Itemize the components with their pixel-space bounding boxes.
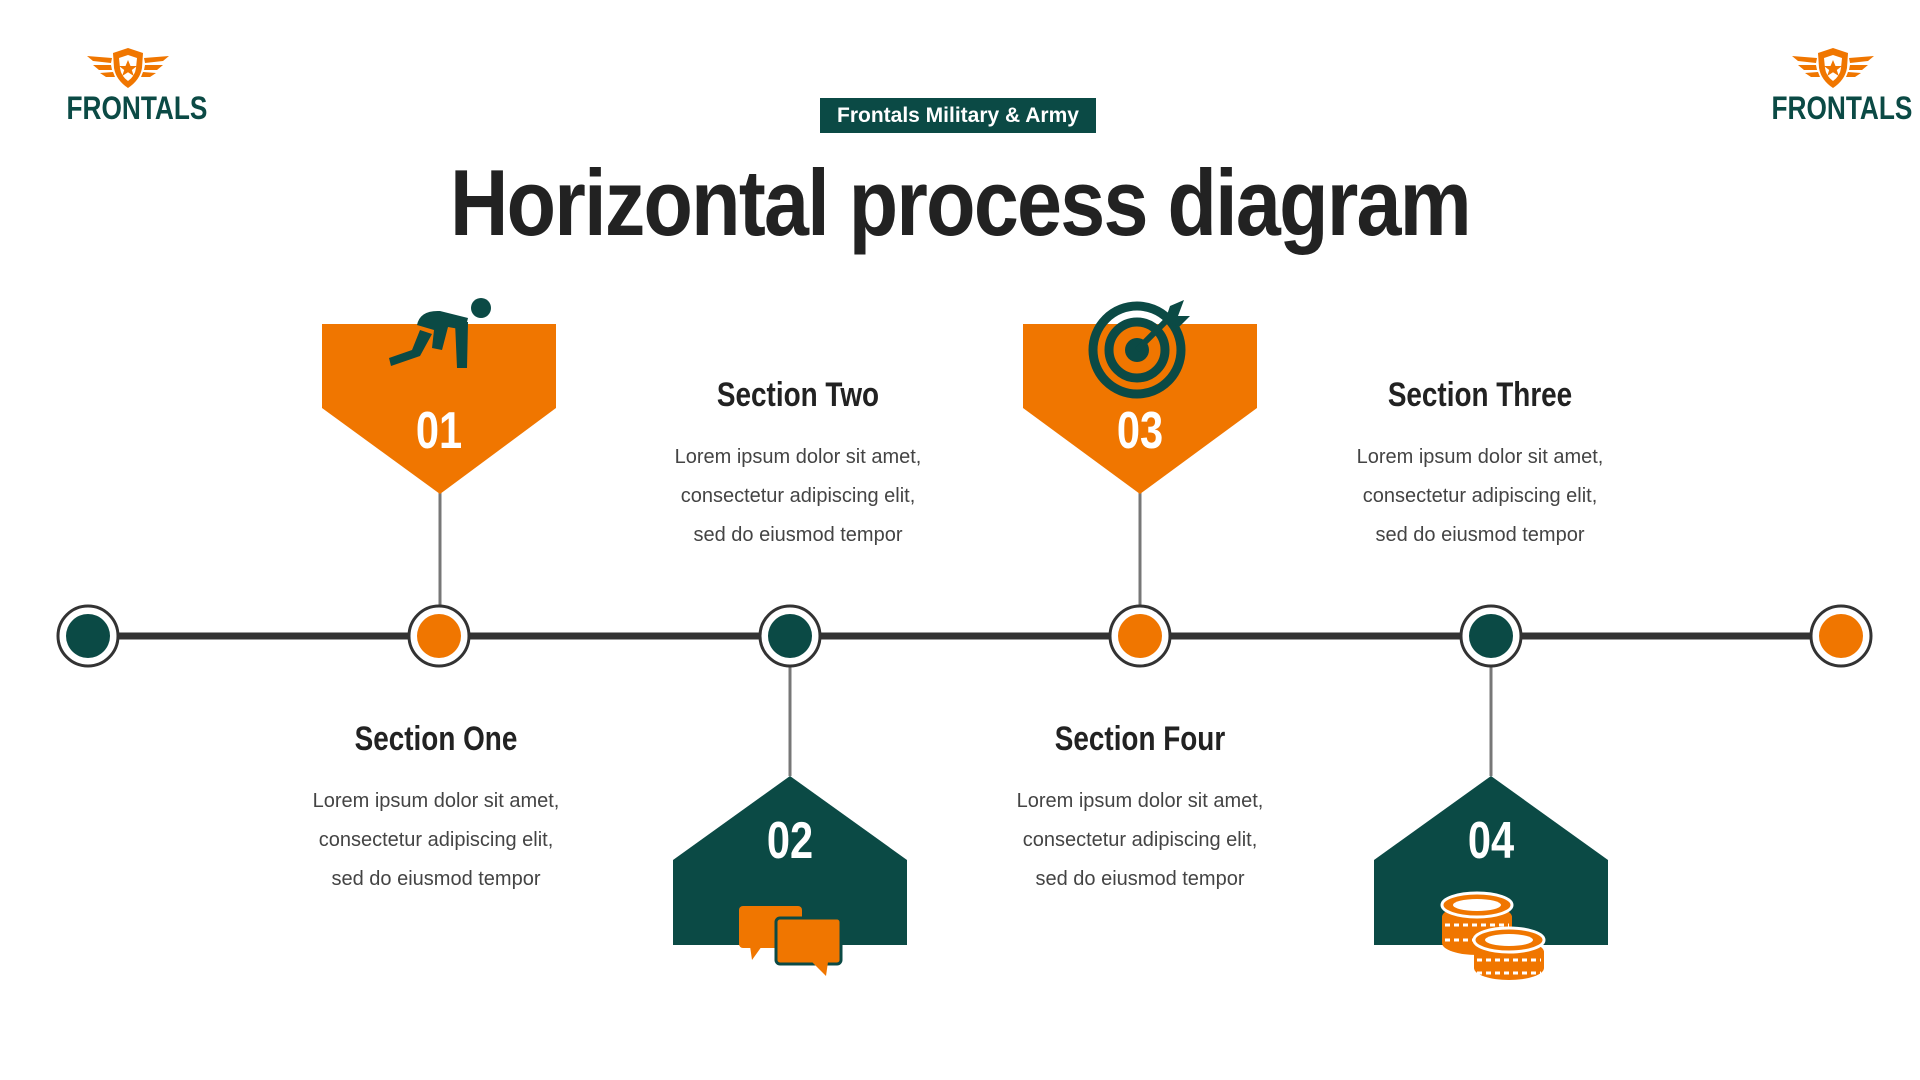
section-two-line: consectetur adipiscing elit, [680,485,916,507]
marker-03-shape [1023,324,1257,494]
marker-number-04: 04 [1467,812,1515,870]
section-four-line: sed do eiusmod tempor [1035,868,1245,890]
timeline-node [56,604,120,668]
section-one-title: Section One [354,720,518,758]
section-four-title: Section Four [1054,720,1226,758]
timeline-node [1459,604,1523,668]
page-title: Horizontal process diagram [450,150,1472,255]
winged-shield-icon [87,48,169,88]
section-two-title: Section Two [716,376,880,414]
marker-number-03: 03 [1116,402,1164,460]
timeline-node [758,604,822,668]
chat-bubbles-icon [739,906,843,976]
coins-icon [1440,891,1546,980]
marker-number-01: 01 [415,402,463,460]
marker-number-02: 02 [766,812,814,870]
section-three-body: Lorem ipsum dolor sit amet, consectetur … [1320,438,1640,555]
section-two-line: Lorem ipsum dolor sit amet, [674,446,922,468]
logo-text: FRONTALS [66,90,208,126]
target-icon [1088,300,1190,399]
section-three-line: Lorem ipsum dolor sit amet, [1356,446,1604,468]
section-three-title: Section Three [1387,376,1573,414]
section-one-line: sed do eiusmod tempor [331,868,541,890]
marker-01-shape [322,324,556,494]
section-one-line: consectetur adipiscing elit, [318,829,554,851]
subtitle-tag: Frontals Military & Army [820,98,1096,133]
timeline-node [407,604,471,668]
logo-text: FRONTALS [1771,90,1913,126]
section-three-line: consectetur adipiscing elit, [1362,485,1598,507]
section-one-body: Lorem ipsum dolor sit amet, consectetur … [276,782,596,899]
marker-04-shape [1374,776,1608,945]
timeline-node [1108,604,1172,668]
marker-02-shape [673,776,907,945]
section-two-line: sed do eiusmod tempor [693,524,903,546]
section-four-line: consectetur adipiscing elit, [1022,829,1258,851]
timeline-node [1809,604,1873,668]
section-three-line: sed do eiusmod tempor [1375,524,1585,546]
runner-icon [389,298,491,368]
logo-left: FRONTALS [53,46,208,127]
section-one-line: Lorem ipsum dolor sit amet, [312,790,560,812]
logo-right: FRONTALS [1758,46,1913,127]
winged-shield-icon [1792,48,1874,88]
section-two-body: Lorem ipsum dolor sit amet, consectetur … [638,438,958,555]
section-four-body: Lorem ipsum dolor sit amet, consectetur … [980,782,1300,899]
section-four-line: Lorem ipsum dolor sit amet, [1016,790,1264,812]
